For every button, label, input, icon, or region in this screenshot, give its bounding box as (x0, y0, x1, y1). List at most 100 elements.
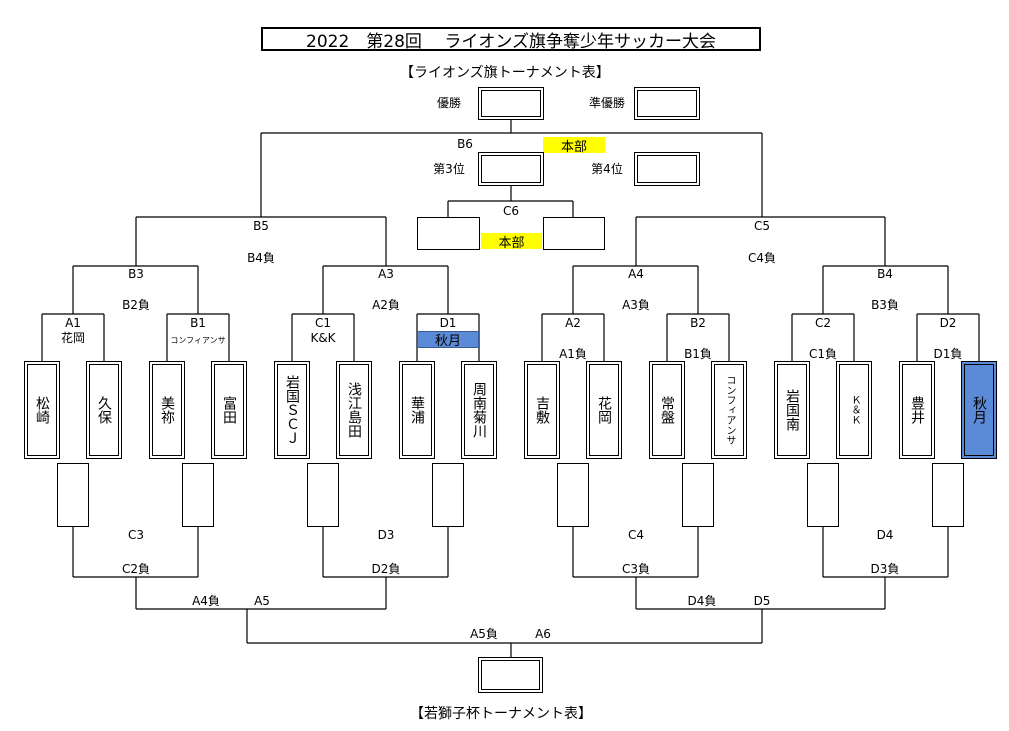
match-C5: C5 (753, 219, 771, 233)
wakashishi-winner-box (478, 657, 543, 693)
team-slot: Ｋ＆Ｋ (836, 361, 872, 459)
team-name: コンフィアンサ (724, 375, 735, 445)
b1-loser-label: B1負 (684, 347, 712, 361)
third-place-box (478, 152, 544, 186)
b2-loser-label: B2負 (122, 298, 150, 312)
c2-loser-label: C2負 (121, 562, 151, 576)
fourth-place-label: 第4位 (591, 162, 623, 176)
d4-loser-label: D4負 (687, 594, 717, 608)
consolation-entry-box (807, 463, 839, 527)
champion-box (478, 87, 544, 120)
match-D4: D4 (876, 528, 894, 542)
match-C4: C4 (627, 528, 645, 542)
c1-loser-label: C1負 (808, 347, 838, 361)
team-slot: コンフィアンサ (711, 361, 747, 459)
consolation-entry-box (932, 463, 964, 527)
match-D1: D1 (439, 316, 457, 330)
a4-loser-label: A4負 (192, 594, 220, 608)
wakashishi-bracket-header: 【若獅子杯トーナメント表】 (410, 706, 592, 722)
consolation-entry-box (182, 463, 214, 527)
team-name: 久保 (96, 396, 112, 424)
team-name: 吉敷 (534, 396, 550, 424)
team-slot: 常盤 (649, 361, 685, 459)
match-D2: D2 (939, 316, 957, 330)
consolation-entry-box (432, 463, 464, 527)
team-name: 豊井 (909, 396, 925, 424)
consolation-entry-box (682, 463, 714, 527)
consolation-entry-box (557, 463, 589, 527)
runner-up-box (634, 87, 700, 120)
match-A2: A2 (565, 316, 581, 330)
hq-badge-third: 本部 (481, 233, 542, 251)
team-slot: 花岡 (586, 361, 622, 459)
match-D3: D3 (377, 528, 395, 542)
team-slot: 松崎 (24, 361, 60, 459)
team-slot: 周南菊川 (461, 361, 497, 459)
a2-loser-label: A2負 (372, 298, 400, 312)
tournament-title: 2022 第28回 ライオンズ旗争奪少年サッカー大会 (261, 27, 761, 52)
c6-left-box (417, 217, 480, 250)
team-name: Ｋ＆Ｋ (849, 395, 860, 425)
match-A4: A4 (628, 267, 644, 281)
team-name: 美祢 (159, 396, 175, 424)
team-name: 浅江島田 (346, 382, 362, 438)
runner-up-label: 準優勝 (588, 96, 626, 110)
match-B4: B4 (877, 267, 893, 281)
host-A1: 花岡 (60, 331, 86, 345)
team-slot: 美祢 (149, 361, 185, 459)
match-C3: C3 (127, 528, 145, 542)
team-slot: 久保 (86, 361, 122, 459)
a1-loser-label: A1負 (559, 347, 587, 361)
team-slot: 岩国南 (774, 361, 810, 459)
team-slot: 浅江島田 (336, 361, 372, 459)
match-C6: C6 (502, 204, 520, 218)
match-B2: B2 (690, 316, 706, 330)
a5-loser-label: A5負 (470, 627, 498, 641)
c6-right-box (543, 217, 605, 250)
team-name: 常盤 (659, 396, 675, 424)
consolation-entry-box (57, 463, 89, 527)
team-name: 華浦 (409, 396, 425, 424)
team-slot: 岩国ＳＣＪ (274, 361, 310, 459)
match-B5: B5 (253, 219, 269, 233)
hq-badge-final: 本部 (543, 137, 605, 155)
d3-loser-label: D3負 (870, 562, 900, 576)
match-A6: A6 (535, 627, 551, 641)
team-name: 花岡 (596, 396, 612, 424)
team-name: 岩国南 (784, 389, 800, 431)
match-A3: A3 (378, 267, 394, 281)
team-name: 秋月 (971, 396, 987, 424)
team-slot: 華浦 (399, 361, 435, 459)
d1-loser-label: D1負 (933, 347, 963, 361)
b4-loser-label: B4負 (247, 251, 275, 265)
team-name: 富田 (221, 396, 237, 424)
team-name: 岩国ＳＣＪ (284, 375, 300, 445)
match-C1: C1 (314, 316, 332, 330)
match-A5: A5 (254, 594, 270, 608)
team-name: 松崎 (34, 396, 50, 424)
match-B1: B1 (190, 316, 206, 330)
match-A1: A1 (65, 316, 81, 330)
consolation-entry-box (307, 463, 339, 527)
c4-loser-label: C4負 (747, 251, 777, 265)
team-name: 周南菊川 (471, 382, 487, 438)
host-B1: コンフィアンサ (170, 336, 226, 345)
a3-loser-label: A3負 (622, 298, 650, 312)
lions-bracket-header: 【ライオンズ旗トーナメント表】 (400, 65, 610, 81)
host-C1: K&K (310, 331, 336, 345)
host-D1: 秋月 (417, 331, 479, 349)
champion-label: 優勝 (436, 96, 462, 110)
team-slot-highlighted: 秋月 (961, 361, 997, 459)
d2-loser-label: D2負 (371, 562, 401, 576)
c3-loser-label: C3負 (621, 562, 651, 576)
team-slot: 富田 (211, 361, 247, 459)
b3-loser-label: B3負 (871, 298, 899, 312)
match-B3: B3 (128, 267, 144, 281)
third-place-label: 第3位 (433, 162, 465, 176)
team-slot: 豊井 (899, 361, 935, 459)
title-text: 2022 第28回 ライオンズ旗争奪少年サッカー大会 (306, 31, 716, 52)
match-B6: B6 (457, 137, 473, 151)
fourth-place-box (634, 152, 700, 186)
match-C2: C2 (814, 316, 832, 330)
